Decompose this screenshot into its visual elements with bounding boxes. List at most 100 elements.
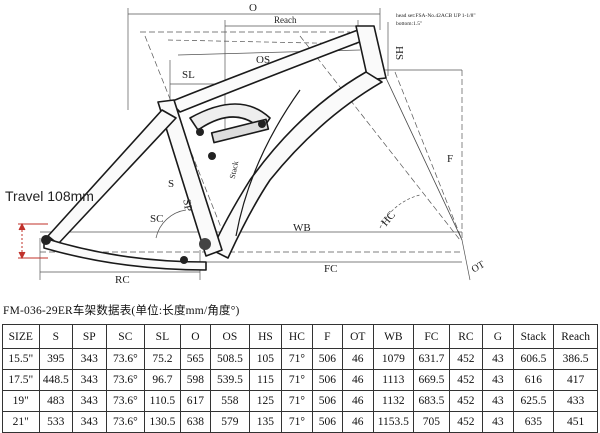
- table-cell: 579: [210, 411, 250, 433]
- label-s: S: [168, 178, 174, 190]
- table-header-cell: HC: [281, 324, 313, 349]
- table-header-cell: G: [482, 324, 514, 349]
- frame-geometry-drawing: O Reach OS HS SL S SP SC WB RC FC OT F H…: [5, 2, 487, 286]
- label-sc: SC: [150, 213, 163, 225]
- table-cell: 448.5: [38, 369, 74, 391]
- table-cell: 43: [482, 411, 514, 433]
- label-o: O: [249, 2, 257, 14]
- table-cell: 451: [553, 411, 598, 433]
- table-cell: 71°: [281, 390, 313, 412]
- table-cell: 43: [482, 390, 514, 412]
- table-cell: 17.5": [2, 369, 40, 391]
- label-hc: HC: [379, 209, 398, 228]
- table-cell: 617: [179, 390, 212, 412]
- label-sp: SP: [180, 198, 194, 212]
- table-cell: 115: [248, 369, 283, 391]
- table-cell: 135: [248, 411, 283, 433]
- table-cell: 386.5: [553, 348, 598, 370]
- headset-note-1: head set:FSA-No.42ACB UP 1-1/8": [396, 13, 476, 19]
- table-cell: 343: [72, 348, 107, 370]
- table-cell: 21": [2, 411, 40, 433]
- label-hs: HS: [393, 46, 405, 60]
- table-cell: 705: [413, 411, 450, 433]
- table-cell: 71°: [281, 411, 313, 433]
- table-cell: 506: [311, 390, 344, 412]
- table-cell: 565: [179, 348, 212, 370]
- table-cell: 616: [512, 369, 555, 391]
- table-cell: 506: [311, 348, 344, 370]
- table-header-cell: Stack: [512, 324, 555, 349]
- table-cell: 73.6°: [105, 390, 146, 412]
- table-header-cell: SIZE: [2, 324, 40, 349]
- table-cell: 683.5: [413, 390, 450, 412]
- table-header-cell: OS: [210, 324, 250, 349]
- table-cell: 73.6°: [105, 411, 146, 433]
- label-f: F: [447, 153, 453, 165]
- table-header-cell: SL: [144, 324, 181, 349]
- table-cell: 71°: [281, 369, 313, 391]
- table-header-cell: FC: [413, 324, 450, 349]
- table-header-cell: F: [311, 324, 344, 349]
- table-cell: 452: [448, 411, 484, 433]
- table-cell: 598: [179, 369, 212, 391]
- table-header-cell: SP: [72, 324, 107, 349]
- table-cell: 125: [248, 390, 283, 412]
- table-cell: 506: [311, 369, 344, 391]
- table-cell: 433: [553, 390, 598, 412]
- table-cell: 73.6°: [105, 348, 146, 370]
- headset-note-2: bottom:1.5": [396, 21, 422, 27]
- table-cell: 46: [342, 390, 374, 412]
- table-cell: 46: [342, 369, 374, 391]
- table-header-cell: O: [179, 324, 212, 349]
- table-cell: 483: [38, 390, 74, 412]
- label-ot: OT: [470, 259, 487, 275]
- table-cell: 1079: [372, 348, 415, 370]
- table-header-cell: SC: [105, 324, 146, 349]
- table-cell: 43: [482, 348, 514, 370]
- label-reach: Reach: [274, 15, 297, 25]
- table-cell: 625.5: [512, 390, 555, 412]
- label-rc: RC: [115, 274, 130, 286]
- table-header-cell: RC: [448, 324, 484, 349]
- table-cell: 343: [72, 369, 107, 391]
- table-cell: 105: [248, 348, 283, 370]
- label-stack: Stack: [228, 160, 241, 179]
- table-cell: 1113: [372, 369, 415, 391]
- table-cell: 1132: [372, 390, 415, 412]
- table-cell: 395: [38, 348, 74, 370]
- table-cell: 506: [311, 411, 344, 433]
- table-cell: 558: [210, 390, 250, 412]
- table-cell: 1153.5: [372, 411, 415, 433]
- travel-label: Travel 108mm: [5, 188, 94, 204]
- table-cell: 452: [448, 369, 484, 391]
- table-cell: 452: [448, 390, 484, 412]
- label-wb: WB: [293, 222, 311, 234]
- table-cell: 606.5: [512, 348, 555, 370]
- table-header-cell: HS: [248, 324, 283, 349]
- table-cell: 635: [512, 411, 555, 433]
- table-header-cell: OT: [342, 324, 374, 349]
- table-cell: 96.7: [144, 369, 181, 391]
- table-cell: 71°: [281, 348, 313, 370]
- table-cell: 417: [553, 369, 598, 391]
- table-caption: FM-036-29ER车架数据表(单位:长度mm/角度°): [3, 305, 240, 317]
- table-header-cell: WB: [372, 324, 415, 349]
- table-cell: 130.5: [144, 411, 181, 433]
- table-cell: 46: [342, 348, 374, 370]
- table-header-cell: Reach: [553, 324, 598, 349]
- table-cell: 75.2: [144, 348, 181, 370]
- table-cell: 508.5: [210, 348, 250, 370]
- table-cell: 343: [72, 411, 107, 433]
- table-cell: 110.5: [144, 390, 181, 412]
- table-cell: 343: [72, 390, 107, 412]
- table-cell: 15.5": [2, 348, 40, 370]
- table-cell: 19": [2, 390, 40, 412]
- table-cell: 539.5: [210, 369, 250, 391]
- label-fc: FC: [324, 263, 337, 275]
- table-cell: 638: [179, 411, 212, 433]
